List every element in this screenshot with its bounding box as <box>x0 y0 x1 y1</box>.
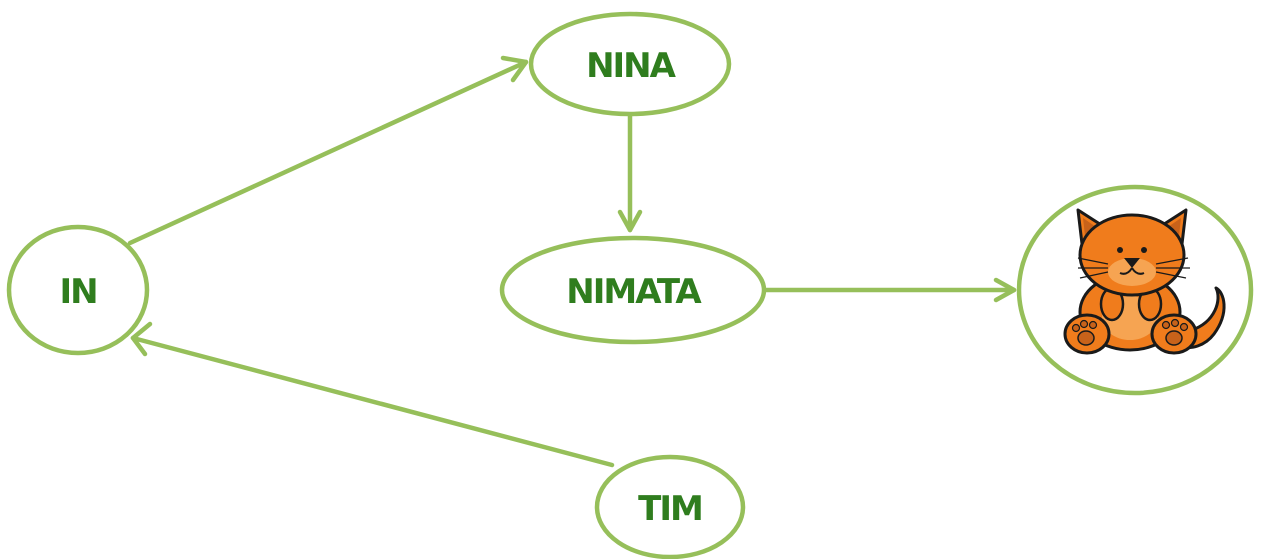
node-nimata: NIMATA <box>499 235 767 345</box>
arrowhead-icon <box>993 277 1017 303</box>
node-label-nina: NINA <box>586 46 677 86</box>
arrowhead-icon <box>130 321 153 357</box>
node-label-nimata: NIMATA <box>566 272 702 312</box>
edge-in-to-nina <box>127 59 529 246</box>
node-in: IN <box>6 224 150 356</box>
edge-tim-to-in <box>130 335 615 468</box>
cat-icon <box>1063 208 1226 355</box>
arrowhead-icon <box>617 209 643 233</box>
node-cat <box>1016 184 1254 396</box>
arrowhead-icon <box>500 55 529 83</box>
edges <box>127 55 1017 468</box>
node-label-tim: TIM <box>638 489 702 529</box>
node-nina: NINA <box>528 11 732 117</box>
node-tim: TIM <box>594 454 746 559</box>
node-label-in: IN <box>59 272 96 312</box>
